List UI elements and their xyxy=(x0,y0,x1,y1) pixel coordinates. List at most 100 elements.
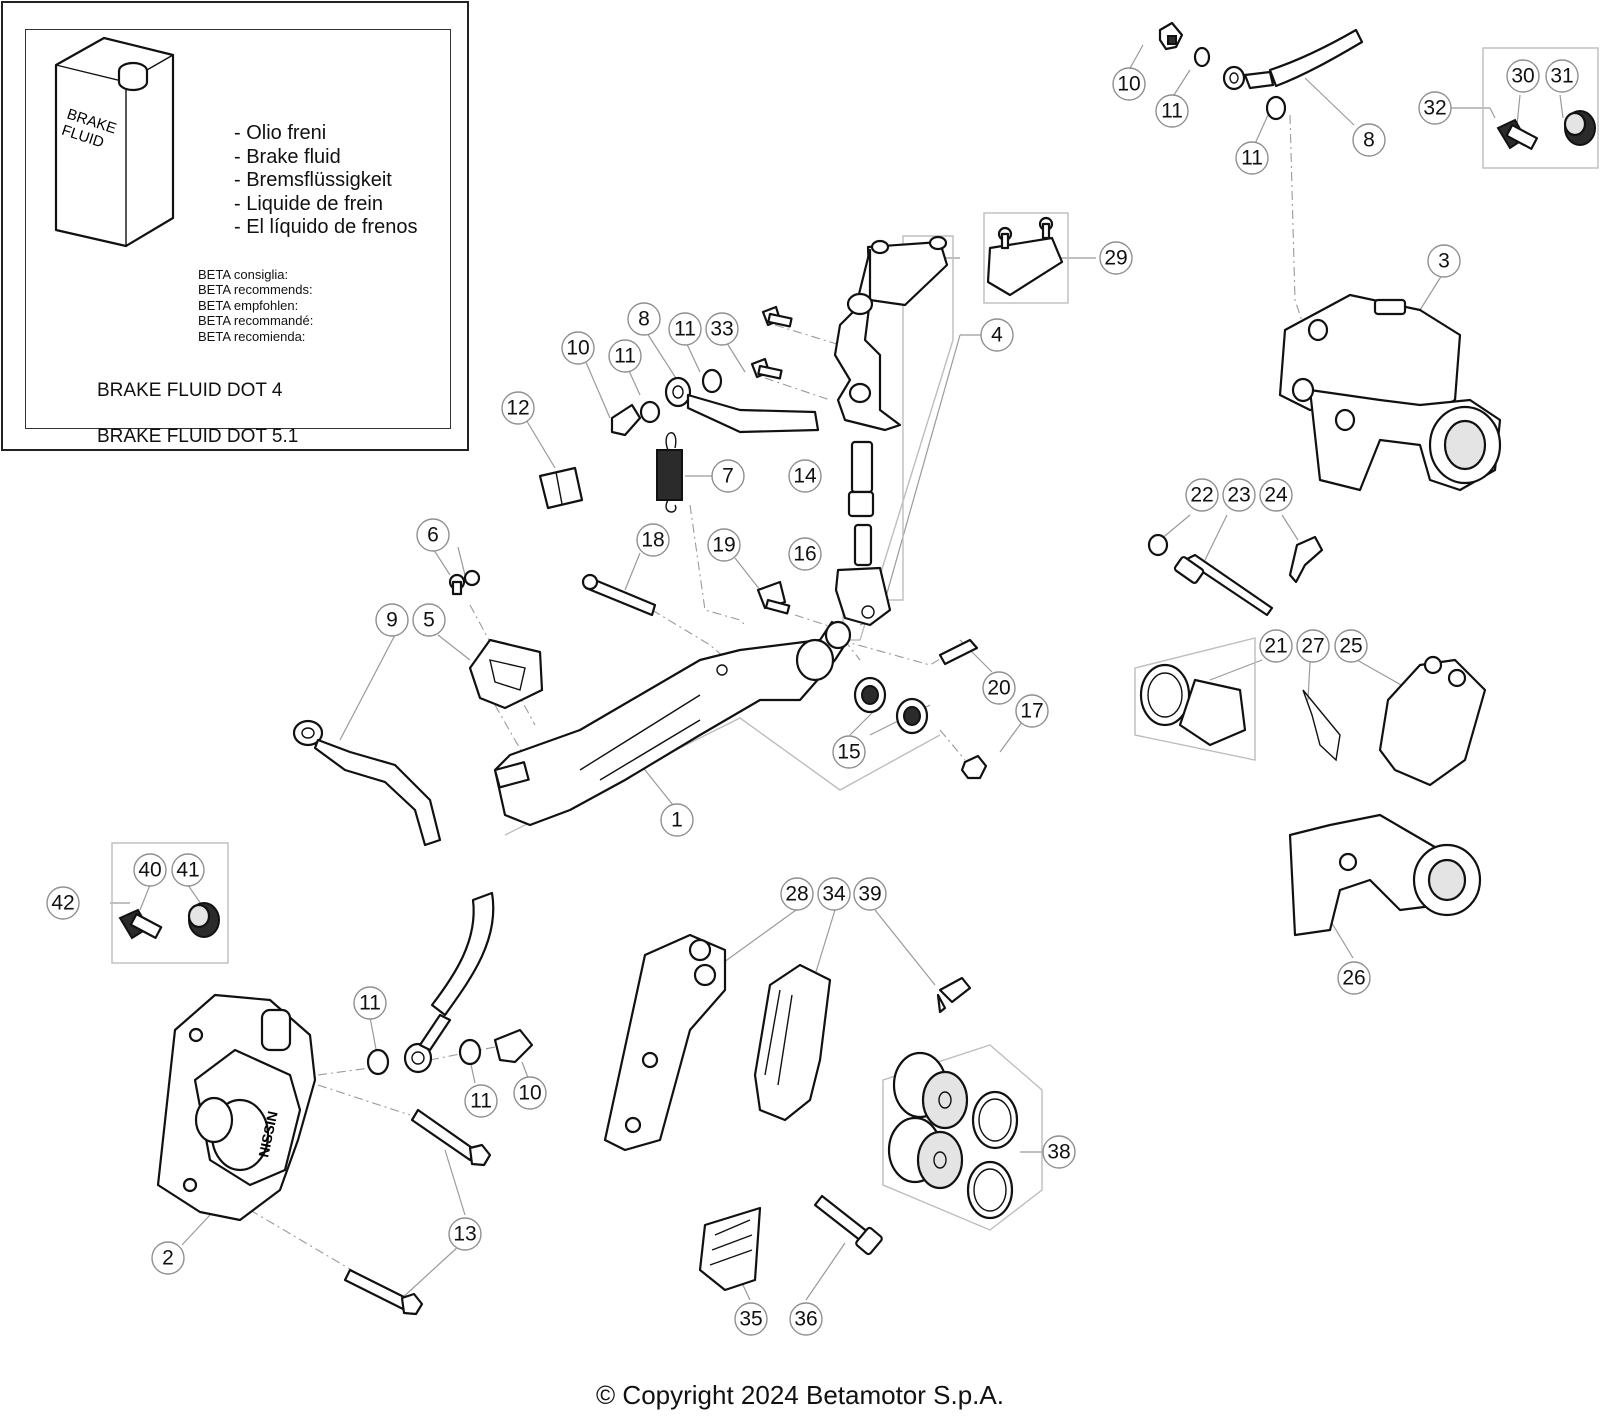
callout-4: 4 xyxy=(980,318,1014,352)
svg-text:24: 24 xyxy=(1264,484,1288,507)
callout-11: 11 xyxy=(353,986,387,1020)
svg-text:10: 10 xyxy=(1117,73,1140,96)
front-bracket-pads xyxy=(603,933,972,1152)
return-spring xyxy=(656,432,683,513)
recommend-line: BETA recommends: xyxy=(198,282,313,298)
svg-text:6: 6 xyxy=(427,524,439,547)
callout-10: 10 xyxy=(513,1076,547,1110)
svg-text:21: 21 xyxy=(1264,635,1287,658)
rear-master-cylinder xyxy=(833,216,1064,432)
recommend-line: BETA recomienda: xyxy=(198,328,306,344)
svg-text:13: 13 xyxy=(453,1223,476,1246)
callout-8: 8 xyxy=(627,302,661,336)
callout-14: 14 xyxy=(788,459,822,493)
svg-text:11: 11 xyxy=(359,992,381,1015)
callout-17: 17 xyxy=(1015,694,1049,728)
callout-10: 10 xyxy=(561,331,595,365)
rear-caliper xyxy=(1278,293,1502,492)
svg-text:16: 16 xyxy=(793,543,816,566)
fluid-name: Liquide de frein xyxy=(234,193,417,217)
callout-19: 19 xyxy=(707,528,741,562)
callout-40: 40 xyxy=(133,853,167,887)
brake-fluid-info-box: Olio freni Brake fluid Bremsflüssigkeit … xyxy=(1,1,469,451)
svg-text:35: 35 xyxy=(739,1308,762,1331)
svg-text:36: 36 xyxy=(794,1308,817,1331)
recommend-line: BETA empfohlen: xyxy=(198,297,299,313)
brake-fluid-info-inner: Olio freni Brake fluid Bremsflüssigkeit … xyxy=(25,29,451,447)
svg-text:32: 32 xyxy=(1423,97,1446,120)
spec-dot51: BRAKE FLUID DOT 5.1 xyxy=(97,426,299,447)
fluid-name: Olio freni xyxy=(234,122,417,146)
rear-caliper-carrier xyxy=(1288,813,1482,937)
assembly-lines xyxy=(249,114,1306,1276)
callout-9: 9 xyxy=(375,603,409,637)
callout-12: 12 xyxy=(501,391,535,425)
svg-text:22: 22 xyxy=(1190,484,1213,507)
fluid-names-list: Olio freni Brake fluid Bremsflüssigkeit … xyxy=(234,122,417,240)
bleeder-kit-front xyxy=(118,902,220,940)
callout-2: 2 xyxy=(151,1241,185,1275)
callout-3: 3 xyxy=(1427,244,1461,278)
svg-text:10: 10 xyxy=(518,1082,541,1105)
front-caliper-bolts xyxy=(343,1108,492,1316)
pedal-clip xyxy=(538,466,584,510)
callout-8: 8 xyxy=(1352,123,1386,157)
callout-5: 5 xyxy=(412,603,446,637)
callout-25: 25 xyxy=(1334,629,1368,663)
callout-13: 13 xyxy=(448,1217,482,1251)
svg-text:40: 40 xyxy=(138,859,161,882)
svg-text:7: 7 xyxy=(722,465,734,488)
callout-20: 20 xyxy=(982,671,1016,705)
callout-16: 16 xyxy=(788,537,822,571)
svg-text:33: 33 xyxy=(710,318,733,341)
callout-33: 33 xyxy=(705,312,739,346)
front-pistons xyxy=(887,1051,1019,1220)
svg-text:12: 12 xyxy=(506,397,529,420)
callout-15: 15 xyxy=(832,735,866,769)
callout-11: 11 xyxy=(1155,94,1189,128)
front-caliper: NISSIN xyxy=(156,993,317,1222)
recommend-line: BETA recommandé: xyxy=(198,313,314,329)
svg-text:27: 27 xyxy=(1301,635,1324,658)
svg-text:5: 5 xyxy=(423,609,435,632)
svg-text:3: 3 xyxy=(1438,250,1450,273)
svg-text:15: 15 xyxy=(837,741,860,764)
rear-hose-top xyxy=(1158,21,1364,121)
svg-text:8: 8 xyxy=(1363,129,1375,152)
fluid-name: El líquido de frenos xyxy=(234,216,417,240)
svg-text:34: 34 xyxy=(822,883,846,906)
svg-text:10: 10 xyxy=(566,337,589,360)
svg-text:25: 25 xyxy=(1339,635,1362,658)
svg-text:11: 11 xyxy=(674,318,696,341)
svg-text:11: 11 xyxy=(614,345,636,368)
callout-30: 30 xyxy=(1506,59,1540,93)
pedal-hose xyxy=(292,719,442,847)
svg-text:29: 29 xyxy=(1104,247,1127,270)
callout-6: 6 xyxy=(416,518,450,552)
callout-28: 28 xyxy=(780,877,814,911)
callout-39: 39 xyxy=(853,877,887,911)
svg-text:38: 38 xyxy=(1047,1141,1070,1164)
callout-34: 34 xyxy=(817,877,851,911)
push-rod xyxy=(834,440,892,627)
svg-text:42: 42 xyxy=(51,892,74,915)
fluid-name: Bremsflüssigkeit xyxy=(234,169,417,193)
callout-36: 36 xyxy=(789,1302,823,1336)
callout-11: 11 xyxy=(1235,141,1269,175)
svg-text:11: 11 xyxy=(470,1090,492,1113)
svg-text:30: 30 xyxy=(1511,65,1534,88)
pedal-tip xyxy=(448,569,544,710)
brake-fluid-can: BRAKE FLUID xyxy=(54,36,175,248)
callout-1: 1 xyxy=(660,803,694,837)
callout-11: 11 xyxy=(464,1084,498,1118)
callout-23: 23 xyxy=(1222,478,1256,512)
pad-spring-pin xyxy=(698,1194,883,1292)
callout-42: 42 xyxy=(46,886,80,920)
svg-text:8: 8 xyxy=(638,308,650,331)
callout-24: 24 xyxy=(1259,478,1293,512)
front-hose xyxy=(366,891,534,1076)
callout-18: 18 xyxy=(636,523,670,557)
svg-text:19: 19 xyxy=(712,534,735,557)
callout-11: 11 xyxy=(608,339,642,373)
